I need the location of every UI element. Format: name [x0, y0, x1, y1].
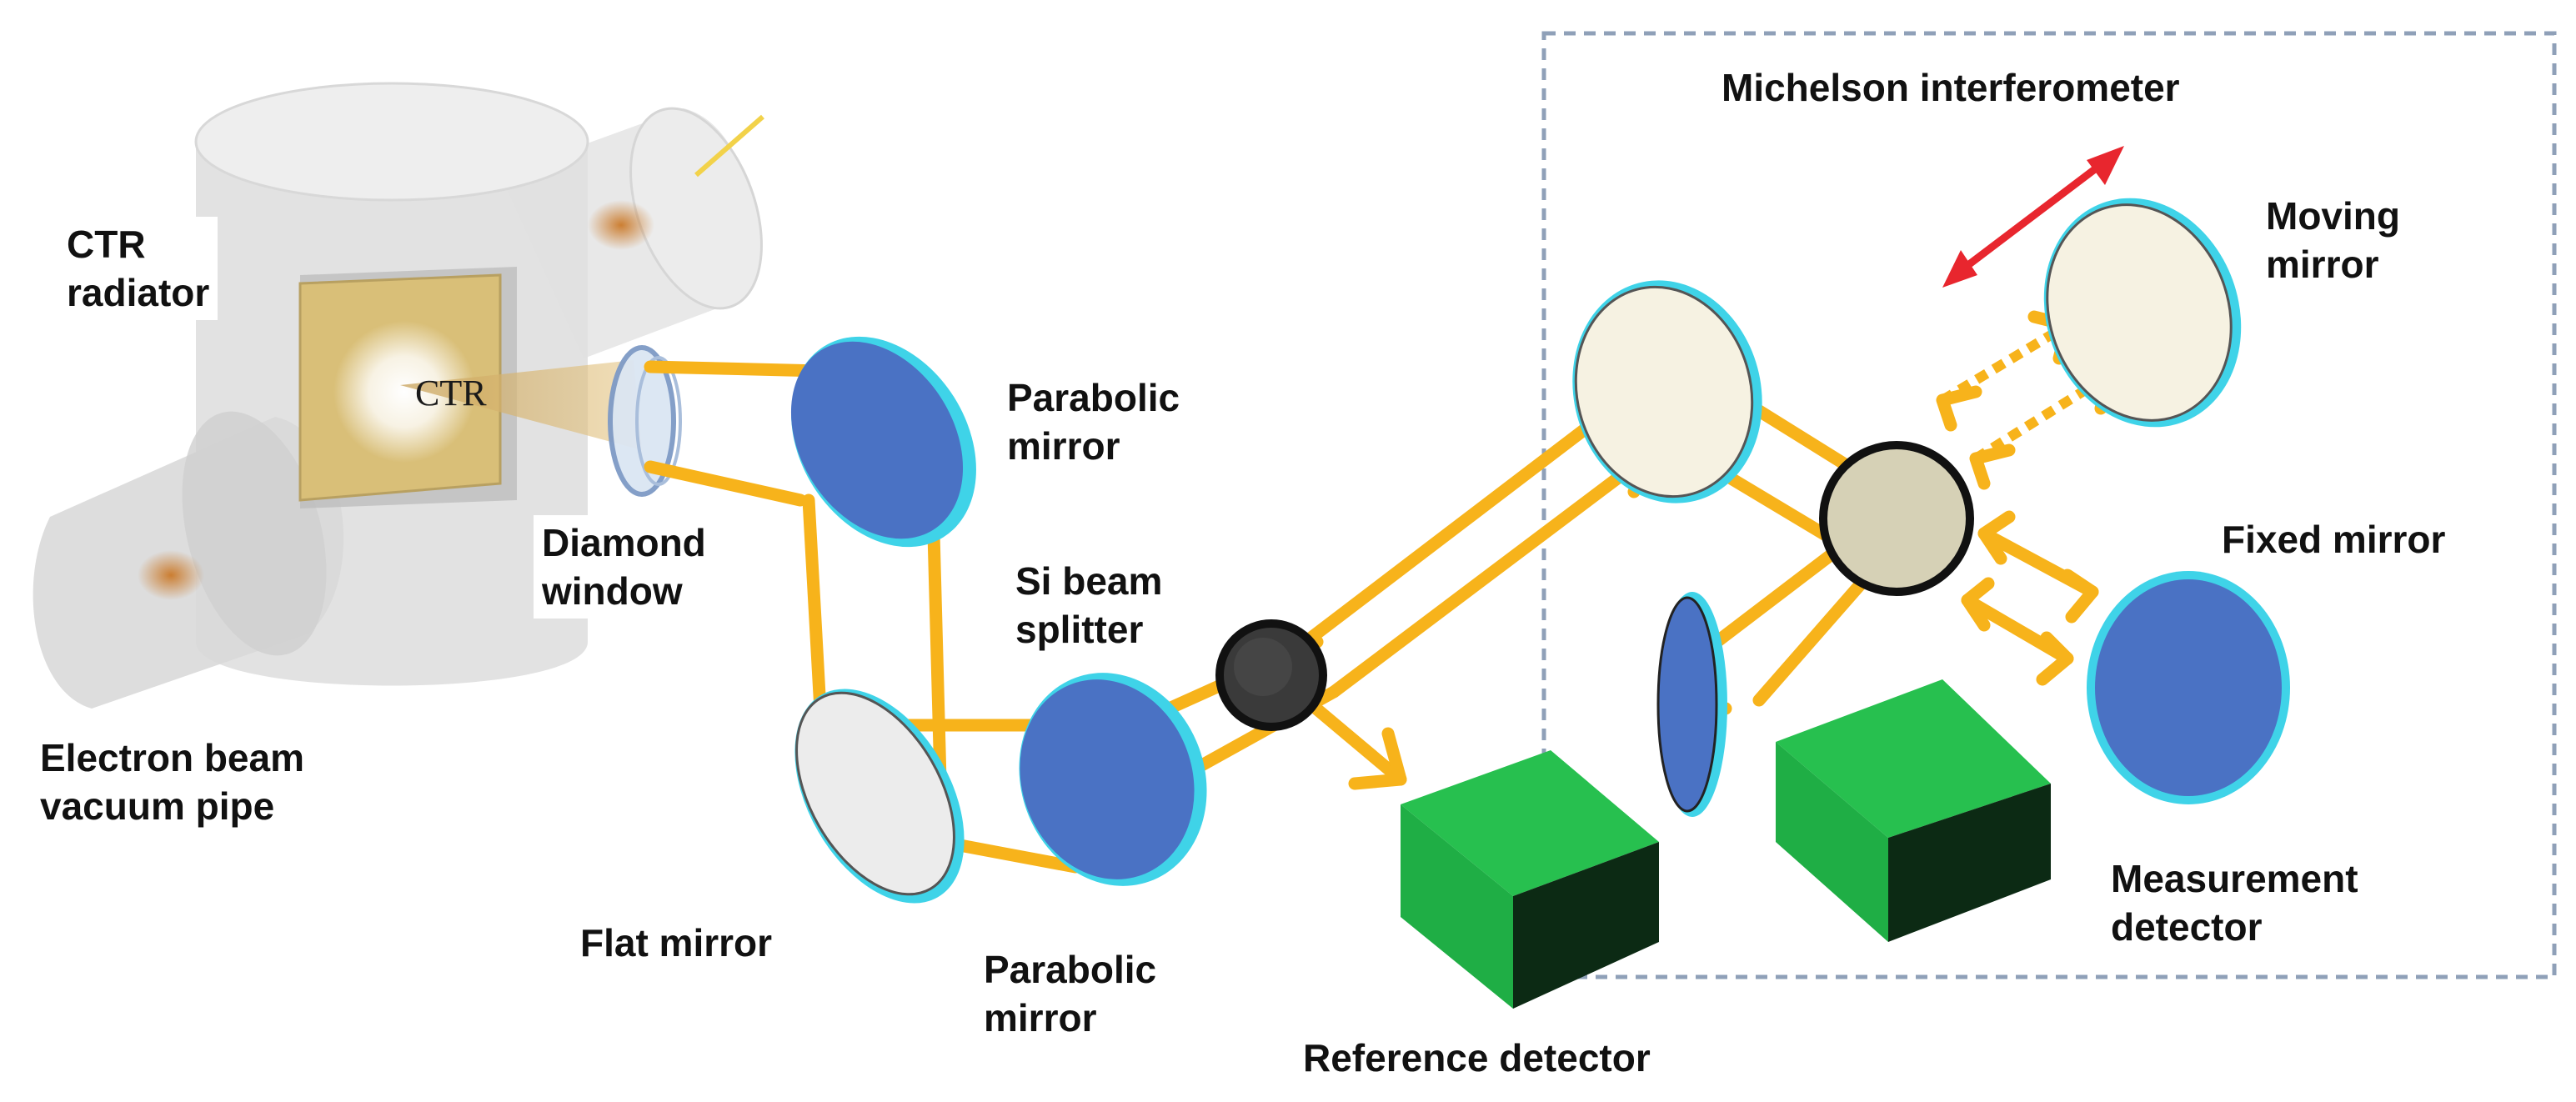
diamond-window-label: Diamond window	[534, 515, 714, 619]
flat-mirror-label: Flat mirror	[580, 921, 773, 964]
electron-beam-label: Electron beam vacuum pipe	[40, 736, 304, 828]
michelson-title: Michelson interferometer	[1722, 66, 2180, 109]
si-beam-splitter-label: Si beam splitter	[1015, 559, 1163, 651]
measurement-detector	[1776, 679, 2051, 942]
flat-mirror	[794, 689, 965, 904]
diamond-window	[608, 345, 676, 497]
measurement-detector-label: Measurement detector	[2111, 857, 2358, 949]
fixed-mirror	[2087, 571, 2290, 804]
si-beam-splitter	[1215, 619, 1327, 731]
measurement-mirror	[1656, 592, 1727, 817]
ctr-radiator-label: CTR radiator	[58, 217, 218, 320]
fixed-mirror-label: Fixed mirror	[2222, 518, 2446, 561]
parabolic-mirror-bottom-label: Parabolic mirror	[984, 948, 1157, 1039]
moving-mirror-label: Moving mirror	[2266, 194, 2400, 286]
vacuum-chamber	[33, 82, 764, 709]
reference-detector-label: Reference detector	[1303, 1036, 1651, 1079]
reference-detector	[1401, 750, 1659, 1009]
moving-mirror-motion-arrow	[1942, 146, 2124, 288]
ctr-text: CTR	[415, 373, 487, 413]
parabolic-mirror-bottom	[1019, 673, 1207, 886]
parabolic-mirror-top-label: Parabolic mirror	[1007, 376, 1180, 468]
michelson-dashed-box	[1541, 31, 2557, 979]
parabolic-mirror-top	[790, 336, 976, 548]
michelson-input-mirror	[1572, 280, 1762, 503]
moving-mirror	[2043, 198, 2242, 428]
michelson-beam-splitter	[1819, 441, 1974, 596]
